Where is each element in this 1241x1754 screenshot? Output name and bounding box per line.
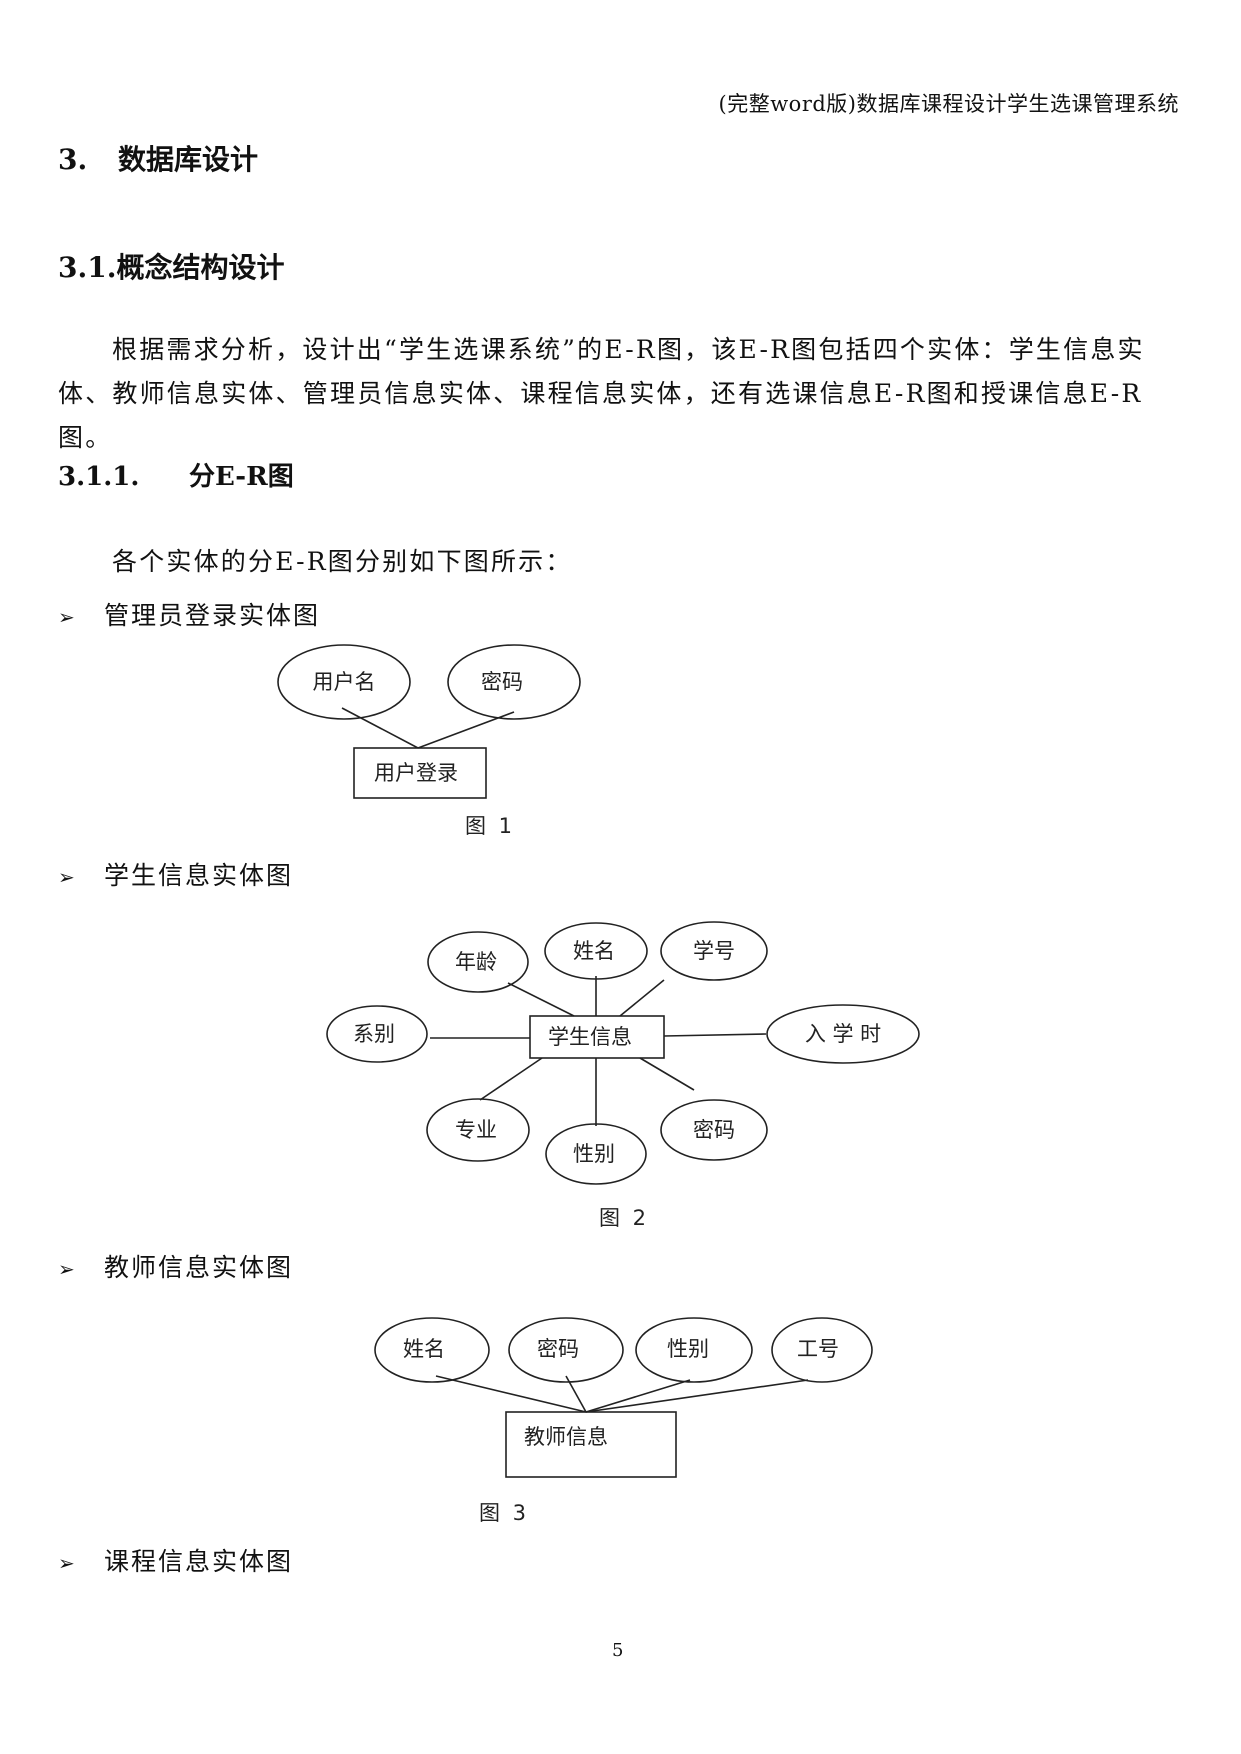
attribute-label: 密码 — [537, 1337, 579, 1361]
attribute-ellipse — [277, 644, 411, 720]
attribute-label: 密码 — [693, 1118, 735, 1142]
attribute-label: 系别 — [353, 1022, 395, 1046]
bullet-label: 管理员登录实体图 — [104, 601, 321, 630]
relationship-line — [507, 982, 575, 1017]
section-title: 数据库设计 — [118, 143, 259, 176]
attribute-label: 专业 — [455, 1118, 497, 1142]
relationship-line — [479, 1057, 543, 1101]
attribute-ellipse — [635, 1317, 753, 1383]
bullet-label: 教师信息实体图 — [104, 1253, 294, 1282]
section-number: 3. — [58, 143, 88, 176]
attribute-ellipse — [508, 1317, 624, 1383]
bullet-arrow-icon: ➢ — [58, 865, 77, 889]
attribute-label: 工号 — [797, 1337, 839, 1361]
entity-box — [529, 1015, 665, 1059]
attribute-label: 用户名 — [313, 670, 376, 694]
relationship-line — [435, 1375, 587, 1413]
subsubsection-title: 分E-R图 — [189, 462, 294, 492]
page-number: 5 — [612, 1640, 624, 1661]
attribute-ellipse — [374, 1317, 490, 1383]
bullet-teacher: ➢ 教师信息实体图 — [58, 1248, 293, 1284]
bullet-label: 学生信息实体图 — [104, 861, 294, 890]
attribute-label: 性别 — [667, 1337, 709, 1361]
attribute-ellipse — [326, 1005, 428, 1063]
bullet-label: 课程信息实体图 — [104, 1547, 294, 1576]
relationship-line — [341, 707, 419, 749]
attribute-label: 性别 — [573, 1142, 615, 1166]
entity-box — [505, 1411, 677, 1478]
attribute-ellipse — [771, 1317, 873, 1383]
subsubsection-number: 3.1.1. — [58, 462, 140, 492]
entity-label: 学生信息 — [548, 1025, 632, 1049]
attribute-ellipse — [427, 931, 529, 993]
section-heading: 3. 数据库设计 — [58, 138, 258, 178]
bullet-student: ➢ 学生信息实体图 — [58, 856, 293, 892]
figure-caption: 图 1 — [465, 814, 515, 838]
er-diagram-teacher — [374, 1317, 873, 1478]
attribute-label: 学号 — [693, 939, 735, 963]
page-header: (完整word版)数据库课程设计学生选课管理系统 — [718, 92, 1179, 116]
attribute-label: 年龄 — [455, 950, 497, 974]
attribute-ellipse — [544, 922, 648, 980]
entity-box — [353, 747, 487, 799]
attribute-label: 入 学 时 — [805, 1022, 881, 1046]
relationship-line — [585, 1379, 809, 1413]
attribute-label: 姓名 — [403, 1337, 445, 1361]
bullet-course: ➢ 课程信息实体图 — [58, 1542, 293, 1578]
attribute-label: 姓名 — [573, 939, 615, 963]
entity-label: 教师信息 — [524, 1425, 608, 1449]
er-intro-paragraph: 各个实体的分E-R图分别如下图所示： — [112, 547, 573, 576]
attribute-ellipse — [545, 1123, 647, 1185]
attribute-ellipse — [766, 1004, 920, 1064]
bullet-admin: ➢ 管理员登录实体图 — [58, 596, 320, 632]
attribute-ellipse — [660, 1099, 768, 1161]
bullet-arrow-icon: ➢ — [58, 605, 77, 629]
entity-label: 用户登录 — [374, 761, 458, 785]
relationship-line — [585, 1379, 691, 1413]
bullet-arrow-icon: ➢ — [58, 1551, 77, 1575]
er-diagram-admin — [277, 644, 581, 799]
relationship-line — [639, 1057, 695, 1091]
figure-caption: 图 2 — [599, 1206, 649, 1230]
attribute-label: 密码 — [481, 670, 523, 694]
subsection-heading: 3.1.概念结构设计 — [58, 251, 285, 284]
relationship-line — [619, 979, 665, 1017]
intro-paragraph: 根据需求分析，设计出“学生选课系统”的E-R图，该E-R图包括四个实体：学生信息… — [58, 335, 1145, 452]
attribute-ellipse — [447, 644, 581, 720]
figure-caption: 图 3 — [479, 1501, 529, 1525]
attribute-ellipse — [426, 1098, 530, 1162]
bullet-arrow-icon: ➢ — [58, 1257, 77, 1281]
attribute-ellipse — [660, 921, 768, 981]
subsubsection-heading: 3.1.1. 分E-R图 — [58, 456, 294, 493]
relationship-line — [663, 1033, 767, 1037]
er-diagram-student — [326, 921, 920, 1185]
